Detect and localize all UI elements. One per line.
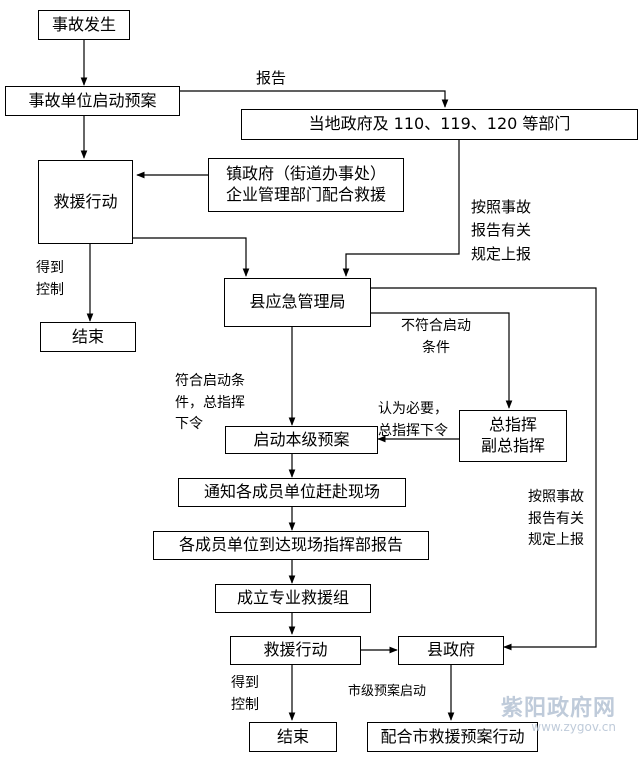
label-meet-conditions-line2: 件，总指挥 bbox=[175, 394, 245, 411]
arrow-unit-to-local-gov bbox=[180, 90, 449, 108]
label-controlled-2: 得到 控制 bbox=[231, 673, 259, 716]
watermark-name: 紫阳政府网 bbox=[500, 696, 616, 721]
label-report: 报告 bbox=[256, 69, 287, 87]
label-controlled-1: 得到 控制 bbox=[36, 258, 64, 301]
node-county-gov: 县政府 bbox=[398, 636, 504, 665]
label-meet-conditions: 符合启动条 件，总指挥 下令 bbox=[175, 371, 245, 436]
node-local-gov-depts: 当地政府及 110、119、120 等部门 bbox=[241, 109, 638, 140]
label-meet-conditions-line3: 下令 bbox=[175, 416, 203, 433]
label-deemed-necessary: 认为必要， 总指挥下令 bbox=[378, 399, 448, 442]
label-not-meet-conditions-line2: 条件 bbox=[422, 339, 450, 356]
node-rescue-action-2: 救援行动 bbox=[230, 636, 361, 665]
label-deemed-necessary-line2: 总指挥下令 bbox=[378, 422, 448, 439]
node-form-rescue-team: 成立专业救援组 bbox=[215, 584, 371, 613]
node-town-gov: 镇政府（街道办事处） 企业管理部门配合救援 bbox=[208, 158, 404, 212]
node-commander-line2: 副总指挥 bbox=[480, 436, 545, 455]
label-meet-conditions-line1: 符合启动条 bbox=[175, 373, 245, 389]
arrow-county-bureau-to-commander bbox=[371, 312, 513, 409]
node-notify-members: 通知各成员单位赶赴现场 bbox=[178, 478, 406, 507]
label-not-meet-conditions-line1: 不符合启动 bbox=[401, 318, 471, 334]
line-county-bureau-to-county-gov bbox=[371, 287, 597, 651]
node-town-gov-line1: 镇政府（街道办事处） bbox=[225, 164, 386, 184]
label-report-per-rules-1-line3: 规定上报 bbox=[471, 244, 532, 263]
label-report-per-rules-2-line2: 报告有关 bbox=[528, 510, 584, 527]
label-deemed-necessary-line1: 认为必要， bbox=[378, 401, 448, 417]
node-town-gov-line2: 企业管理部门配合救援 bbox=[225, 185, 386, 204]
node-start-level-plan: 启动本级预案 bbox=[225, 426, 378, 454]
arrow-rescue-1-to-county-bureau bbox=[133, 237, 250, 277]
label-controlled-1-line1: 得到 bbox=[36, 260, 64, 276]
node-county-emergency-bureau: 县应急管理局 bbox=[224, 278, 371, 327]
node-city-plan-cooperate: 配合市救援预案行动 bbox=[367, 722, 538, 752]
node-rescue-action-1: 救援行动 bbox=[38, 160, 133, 244]
watermark-url: www.zygov.cn bbox=[531, 720, 616, 734]
node-end-1: 结束 bbox=[40, 322, 136, 352]
label-city-plan-started: 市级预案启动 bbox=[348, 684, 427, 699]
label-report-per-rules-2-line1: 按照事故 bbox=[528, 489, 584, 505]
node-members-report: 各成员单位到达现场指挥部报告 bbox=[153, 531, 429, 560]
label-report-per-rules-2-line3: 规定上报 bbox=[528, 532, 584, 549]
label-report-per-rules-1-line1: 按照事故 bbox=[471, 198, 532, 216]
label-report-per-rules-2: 按照事故 报告有关 规定上报 bbox=[528, 487, 584, 552]
label-controlled-2-line2: 控制 bbox=[231, 696, 259, 713]
node-accident-occurs: 事故发生 bbox=[38, 10, 130, 40]
label-controlled-2-line1: 得到 bbox=[231, 675, 259, 691]
watermark: 紫阳政府网 www.zygov.cn bbox=[501, 690, 616, 734]
node-commander-line1: 总指挥 bbox=[488, 415, 537, 435]
label-report-per-rules-1-line2: 报告有关 bbox=[471, 221, 532, 240]
node-commander: 总指挥 副总指挥 bbox=[459, 410, 567, 462]
label-report-per-rules-1: 按照事故 报告有关 规定上报 bbox=[471, 196, 531, 266]
node-end-2: 结束 bbox=[249, 722, 337, 752]
label-controlled-1-line2: 控制 bbox=[36, 281, 64, 298]
label-not-meet-conditions: 不符合启动 条件 bbox=[401, 316, 471, 359]
node-unit-start-plan: 事故单位启动预案 bbox=[5, 86, 180, 116]
arrow-local-gov-to-county-bureau bbox=[342, 140, 460, 277]
